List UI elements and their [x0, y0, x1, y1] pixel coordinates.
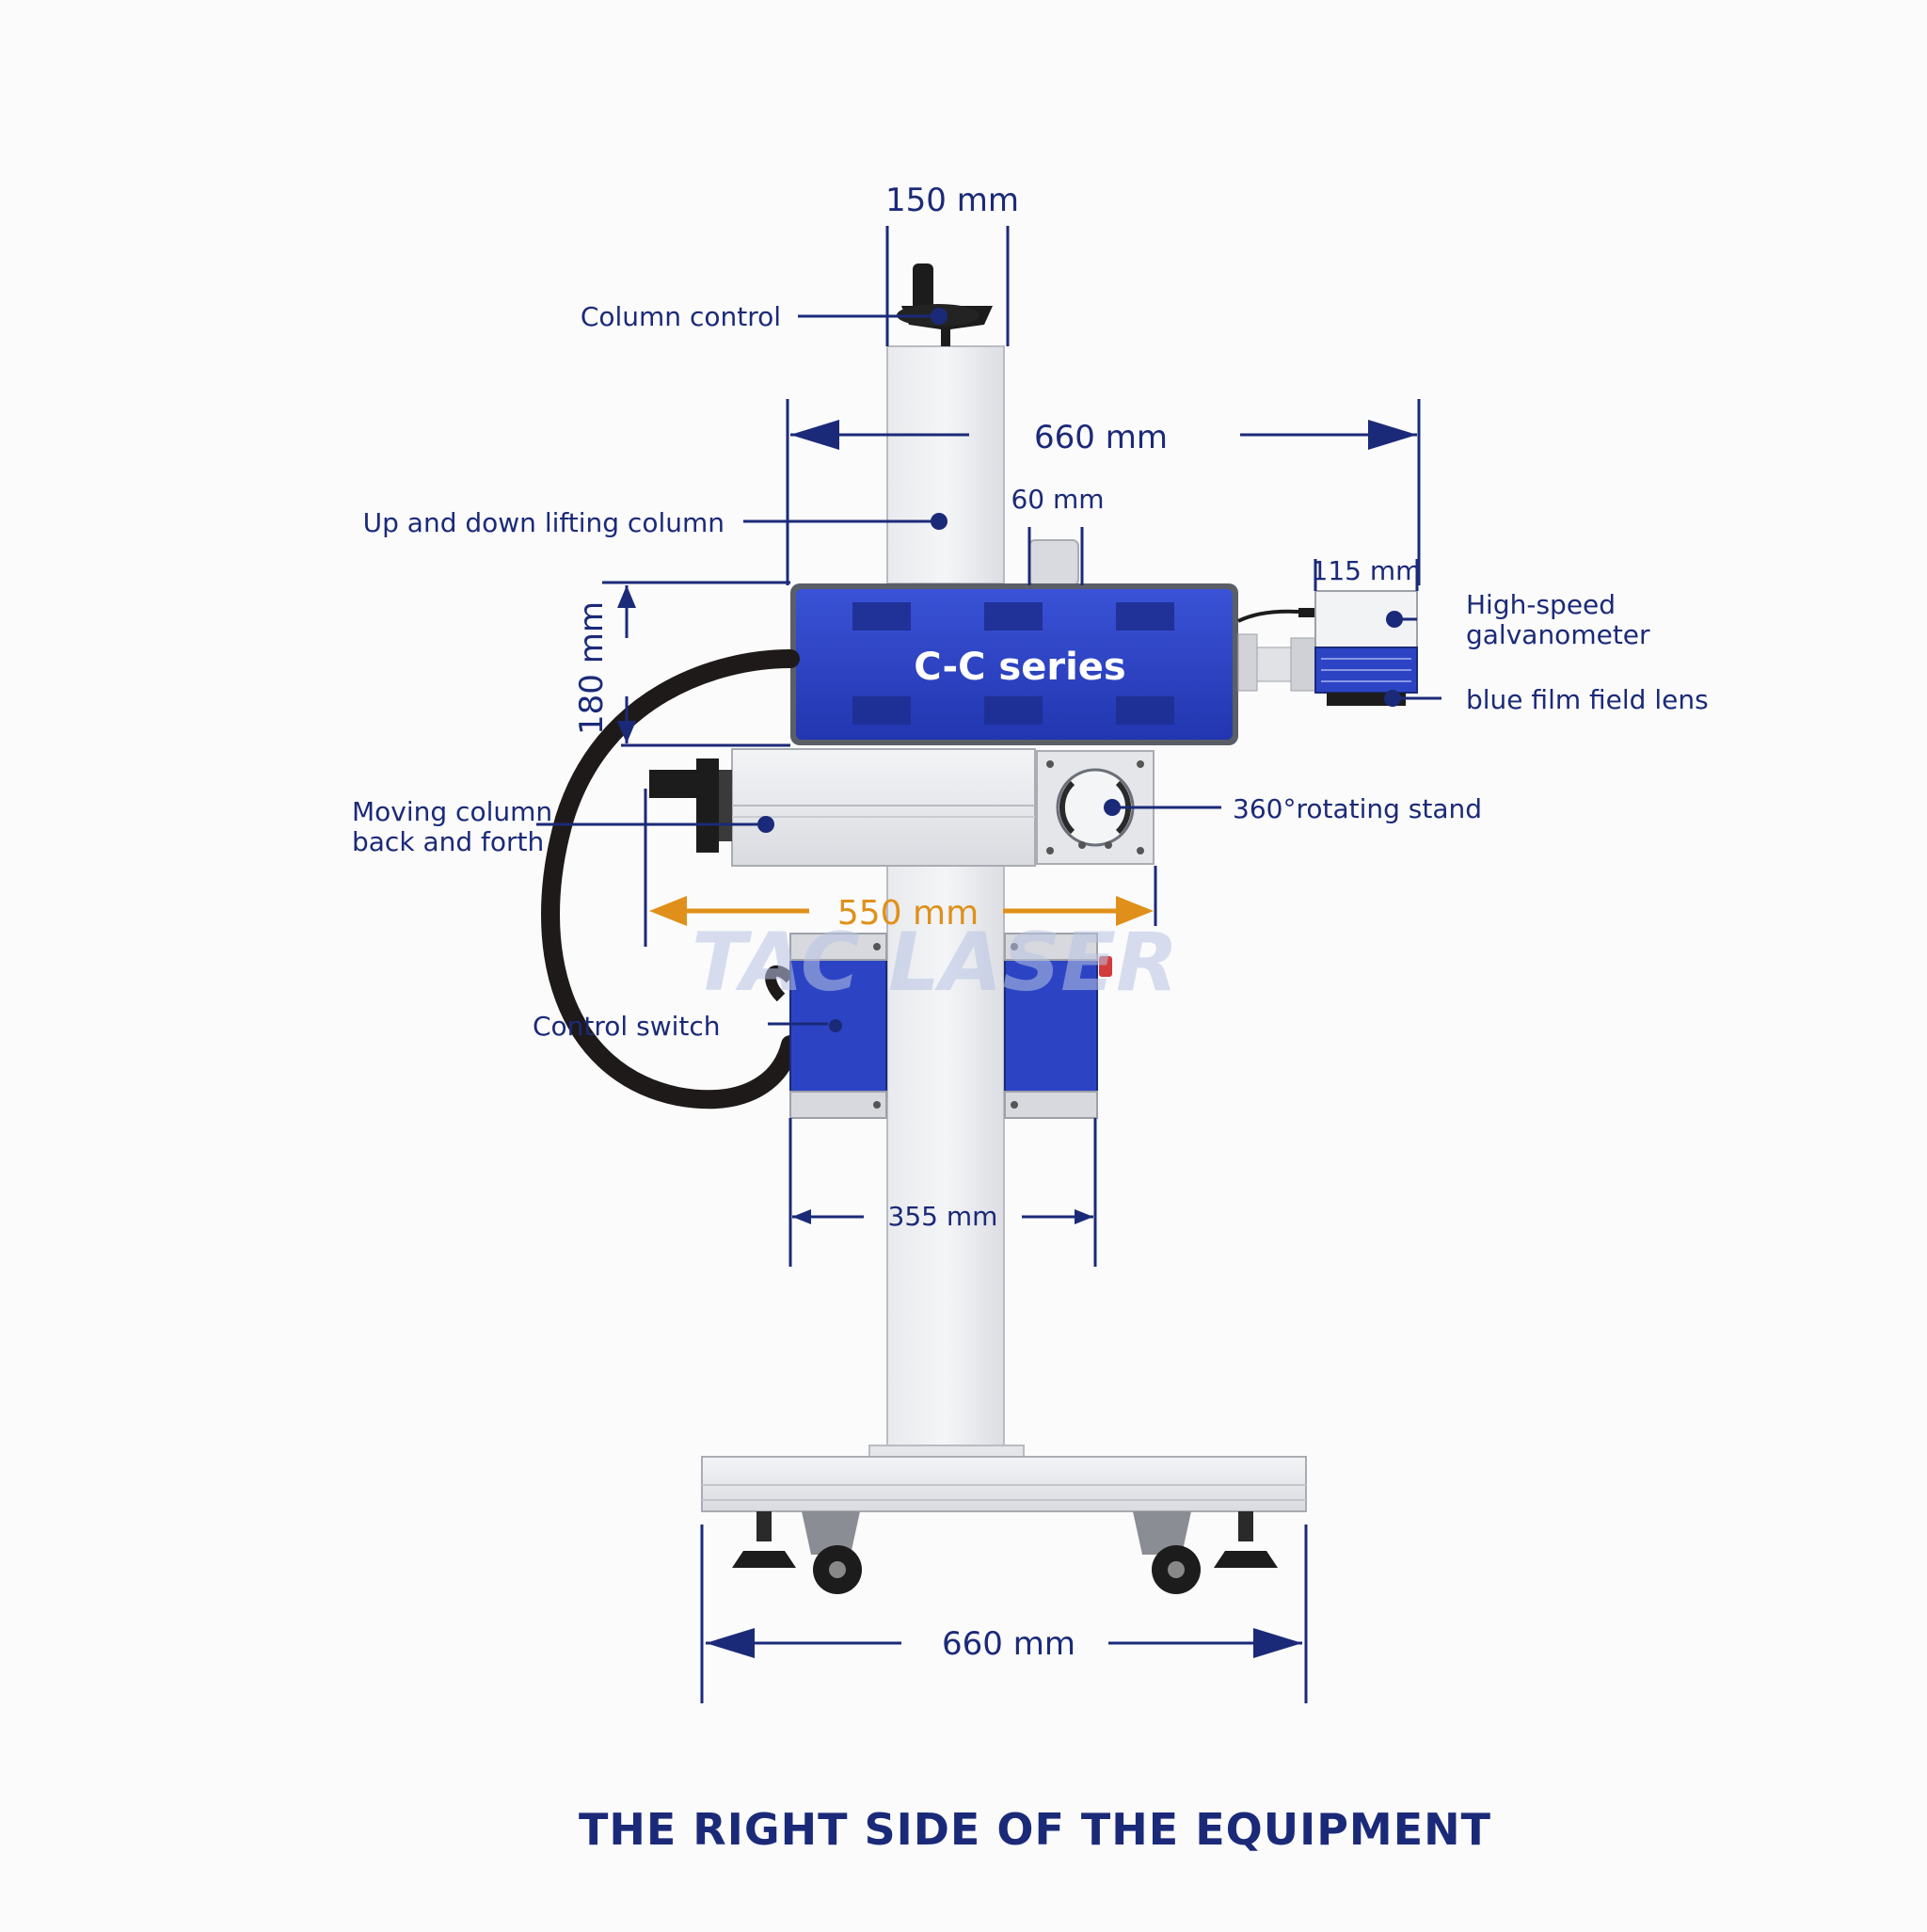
label-column-control: Column control: [581, 301, 781, 332]
lifting-column: [868, 345, 1025, 1460]
label-lifting-column: Up and down lifting column: [363, 507, 725, 538]
brand-label: C-C series: [914, 646, 1125, 689]
base-frame: [701, 1456, 1307, 1512]
watermark: TAC LASER: [692, 916, 1178, 1010]
label-control-switch: Control switch: [533, 1011, 721, 1042]
column-control-handwheel[interactable]: [897, 263, 993, 346]
label-rotating-stand: 360°rotating stand: [1233, 793, 1482, 824]
moving-arm: [649, 748, 1036, 867]
dim-head-height: 180 mm: [573, 601, 611, 735]
fiber-cable: [541, 649, 800, 1110]
dim-head-width: 115 mm: [1312, 555, 1422, 586]
label-field-lens: blue film field lens: [1466, 684, 1709, 715]
control-box-right: [1004, 933, 1098, 1119]
label-moving-column-1: Moving column: [352, 796, 552, 827]
arm-clamp[interactable]: [649, 758, 732, 853]
dim-column-width: 150 mm: [885, 182, 1019, 219]
laser-head: C-C series: [790, 583, 1238, 745]
head-connector: [1237, 608, 1321, 692]
upper-tube: [1028, 539, 1079, 586]
galvanometer: [1314, 590, 1418, 706]
arm-travel-arrow: [649, 896, 1154, 926]
leveling-foot-right: [1214, 1511, 1278, 1568]
dim-arm-travel: 550 mm: [837, 894, 979, 933]
dimension-arrows: [617, 420, 1417, 1658]
label-galvanometer-1: High-speed: [1466, 589, 1616, 620]
dim-box-span: 355 mm: [888, 1201, 998, 1232]
caster-wheel-left: [802, 1511, 862, 1594]
red-indicator: [1099, 956, 1112, 977]
control-switch-knob[interactable]: [829, 1019, 842, 1032]
dim-small-width: 60 mm: [1011, 484, 1104, 515]
leveling-foot-left: [732, 1511, 796, 1568]
caster-wheel-right: [1133, 1511, 1201, 1594]
page-title: THE RIGHT SIDE OF THE EQUIPMENT: [579, 1804, 1491, 1855]
label-moving-column-2: back and forth: [352, 826, 544, 857]
label-galvanometer-2: galvanometer: [1466, 619, 1650, 650]
dim-base-width: 660 mm: [942, 1625, 1075, 1663]
leader-dots: [757, 308, 1403, 833]
dim-top-width: 660 mm: [1034, 419, 1168, 456]
